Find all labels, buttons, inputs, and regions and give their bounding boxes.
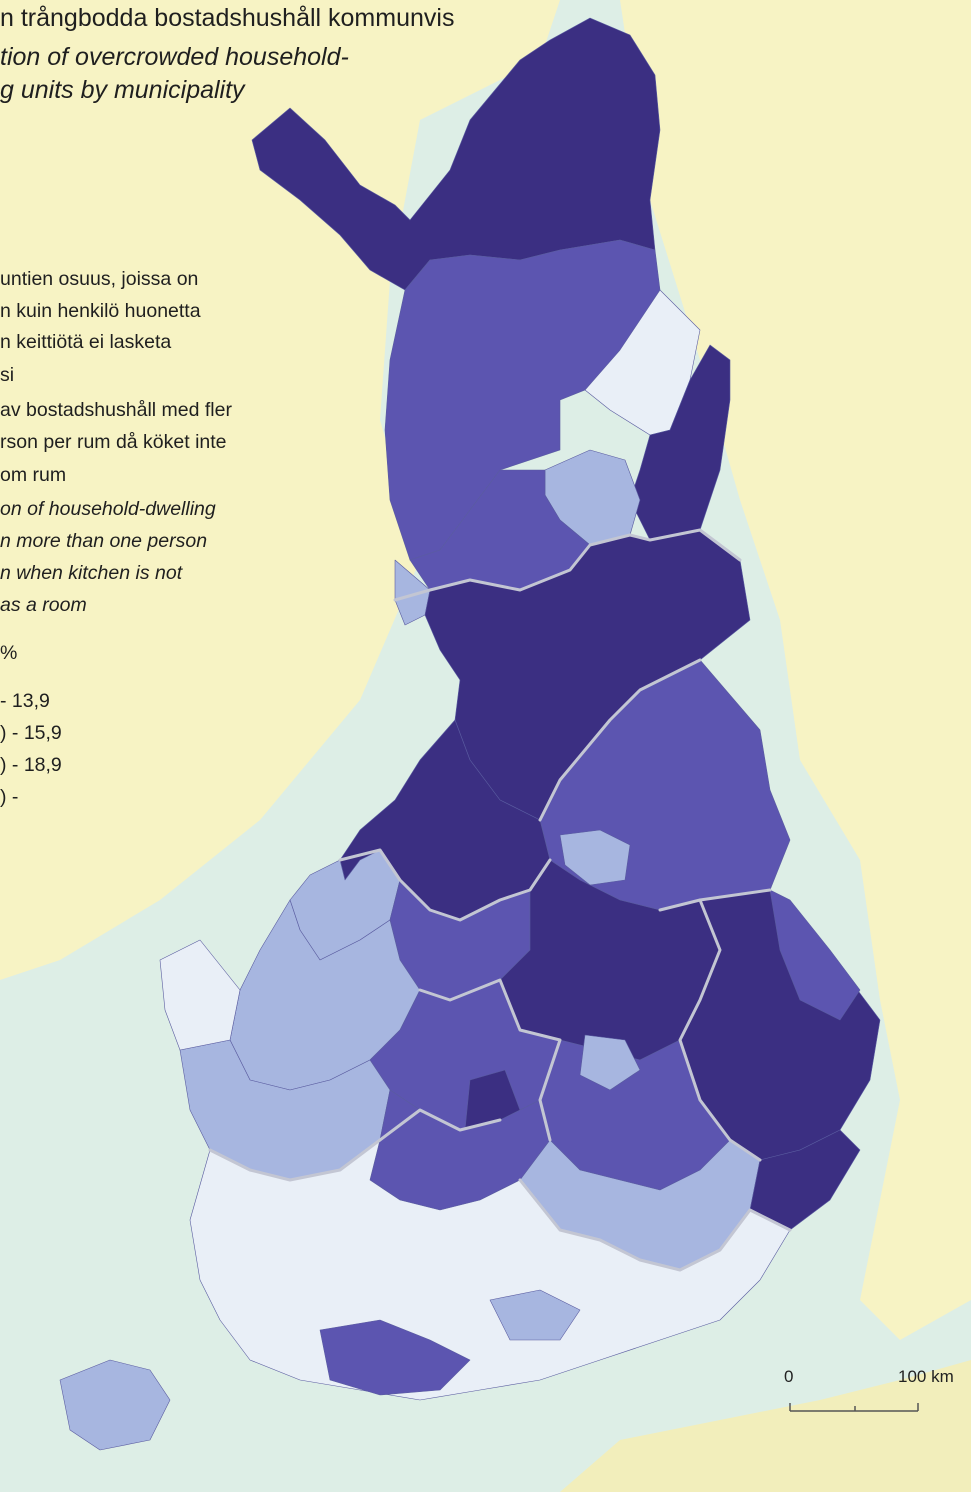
russia-landmass (620, 0, 971, 1340)
legend-fi-1: untien osuus, joissa on (0, 268, 199, 290)
region-north-savo-light (579, 1034, 641, 1091)
region-south-coast-light (489, 1289, 581, 1341)
map-title-sv: n trångbodda bostadshushåll kommunvis (0, 4, 455, 32)
legend-en-3: n when kitchen is not (0, 562, 183, 584)
legend-sv-2: rson per rum då köket inte (0, 431, 227, 453)
region-north-lapland (251, 17, 661, 291)
region-north-karelia-east (769, 889, 861, 1021)
legend-class-3-label: ) - 18,9 (0, 754, 62, 776)
legend-fi-2: n kuin henkilö huonetta (0, 300, 201, 322)
legend-en-4: as a room (0, 594, 87, 616)
legend-unit: % (0, 642, 18, 664)
region-kainuu-light (559, 829, 631, 886)
legend-fi-4: si (0, 364, 15, 386)
legend-en-1: on of household-dwelling (0, 498, 216, 520)
border-lapland-ostrobothnia (393, 528, 742, 602)
sweden-landmass (0, 0, 560, 980)
region-southwest-white (159, 939, 241, 1051)
legend-class-4-label: ) - (0, 786, 19, 808)
border-central-west (338, 848, 552, 922)
region-tornio-light (394, 559, 431, 626)
scale-bar (789, 1403, 919, 1412)
border-karelia-savo (678, 898, 762, 1162)
legend-class-2-label: ) - 15,9 (0, 722, 62, 744)
border-south (208, 1108, 502, 1182)
map-title-en-2: g units by municipality (0, 76, 245, 104)
region-south-coast-medium (319, 1319, 471, 1396)
legend-class-1-label: - 13,9 (0, 690, 50, 712)
legend-sv-3: om rum (0, 464, 67, 486)
border-ostrobothnia-kainuu (538, 658, 702, 822)
map-title-en-1: tion of overcrowded household- (0, 43, 349, 71)
border-west-central (418, 978, 562, 1142)
estonia-landmass (560, 1360, 971, 1492)
scale-bar-line (789, 1403, 919, 1412)
regional-borders (208, 528, 792, 1272)
legend-en-2: n more than one person (0, 530, 208, 552)
legend-fi-3: n keittiötä ei lasketa (0, 331, 172, 353)
border-south-savo (518, 1178, 792, 1272)
legend-sv-1: av bostadshushåll med fler (0, 399, 232, 421)
scale-zero-label: 0 (784, 1367, 794, 1386)
region-aland (59, 1359, 171, 1451)
scale-distance-label: 100 km (898, 1367, 954, 1386)
